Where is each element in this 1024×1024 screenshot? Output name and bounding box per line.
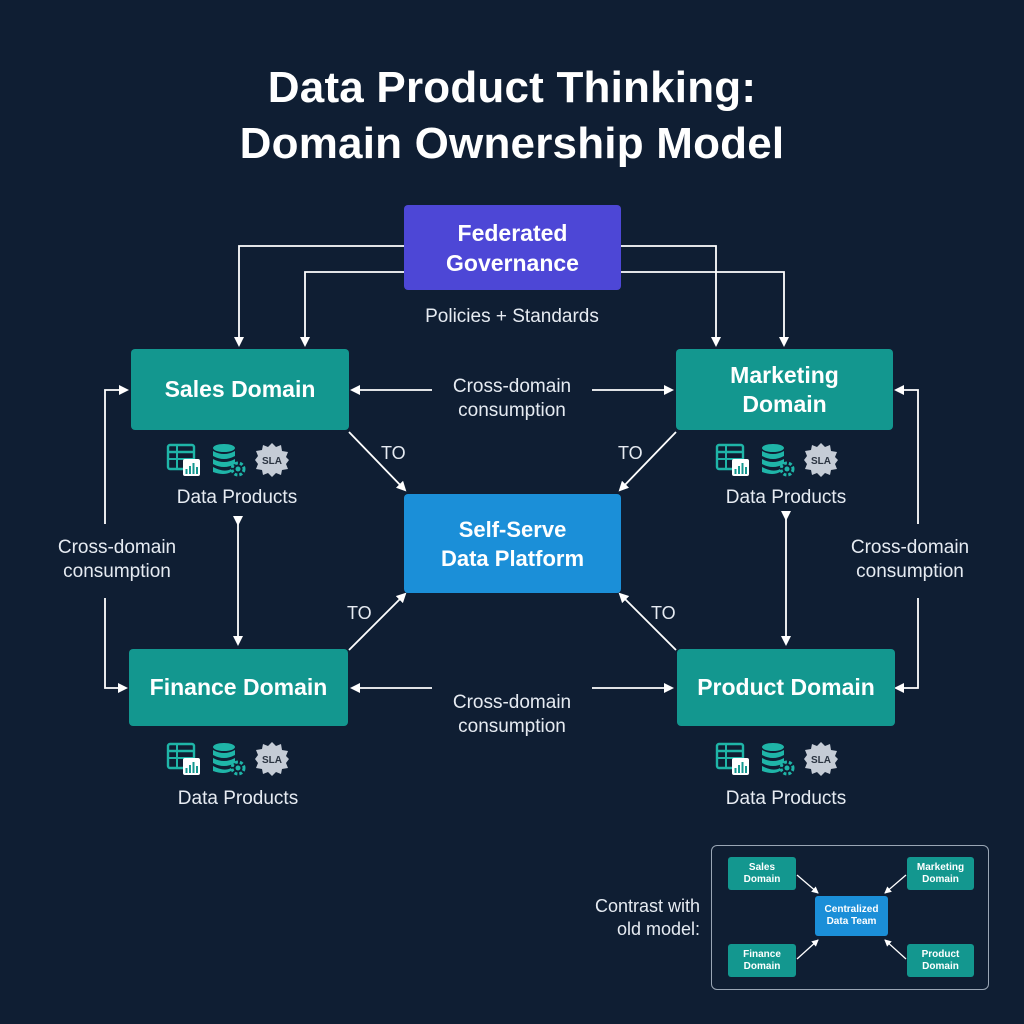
sla-badge-icon [803, 442, 839, 478]
platform-line-1: Self-Serve [458, 516, 567, 542]
left-cross-line-1: Cross-domain [57, 537, 177, 558]
right-cross-line-2: consumption [856, 561, 964, 582]
finance-data-products-label: Data Products [177, 788, 299, 809]
finance-data-product-icons [166, 741, 290, 777]
left-cross-domain-label: Cross-domain consumption [32, 536, 202, 584]
contrast-label: Contrast with old model: [560, 895, 700, 941]
bottom-cross-domain-label: Cross-domain consumption [412, 691, 612, 739]
mini-centralized-data-team: Centralized Data Team [815, 896, 888, 936]
database-gear-icon [210, 741, 246, 777]
product-domain-node[interactable]: Product Domain [677, 649, 895, 726]
sales-data-products-label: Data Products [176, 487, 298, 508]
finance-to-label: TO [347, 603, 372, 623]
old-model-legend-box [711, 845, 989, 990]
product-data-product-icons [715, 741, 839, 777]
governance-to-marketing-arrow-outer [620, 271, 789, 347]
mini-sales-line-2: Domain [743, 873, 781, 885]
product-data-products-label: Data Products [725, 788, 847, 809]
bottom-cross-line-1: Cross-domain [452, 692, 572, 713]
self-serve-data-platform-node[interactable]: Self-Serve Data Platform [404, 494, 621, 593]
marketing-domain-line-2: Domain [742, 390, 827, 417]
top-cross-line-2: consumption [458, 400, 566, 421]
mini-sales-domain: Sales Domain [728, 857, 796, 890]
top-cross-domain-label: Cross-domain consumption [412, 375, 612, 423]
sales-domain-node[interactable]: Sales Domain [131, 349, 349, 430]
left-loop-upper [104, 385, 129, 524]
page-title: Data Product Thinking: Domain Ownership … [0, 60, 1024, 172]
governance-to-sales-arrow-inner [300, 271, 404, 347]
mini-center-line-1: Centralized [824, 904, 879, 915]
mini-center-line-2: Data Team [826, 916, 877, 927]
governance-line-2: Governance [446, 249, 579, 276]
marketing-domain-line-1: Marketing [730, 361, 839, 388]
database-gear-icon [759, 442, 795, 478]
marketing-data-product-icons [715, 442, 839, 478]
title-line-1: Data Product Thinking: [267, 63, 757, 112]
mini-product-domain: Product Domain [907, 944, 974, 977]
database-gear-icon [210, 442, 246, 478]
governance-to-sales-arrow-outer [234, 245, 404, 347]
table-chart-icon [166, 442, 202, 478]
platform-line-2: Data Platform [440, 545, 585, 571]
mini-product-line-1: Product [921, 948, 960, 960]
right-loop-lower [894, 598, 919, 693]
mini-sales-line-1: Sales [748, 861, 776, 873]
mini-marketing-domain: Marketing Domain [907, 857, 974, 890]
top-cross-line-1: Cross-domain [452, 376, 572, 397]
sla-badge-icon [254, 442, 290, 478]
right-cross-domain-label: Cross-domain consumption [826, 536, 994, 584]
governance-to-marketing-arrow-inner [620, 245, 721, 347]
finance-domain-node[interactable]: Finance Domain [129, 649, 348, 726]
federated-governance-node[interactable]: Federated Governance [404, 205, 621, 290]
governance-caption: Policies + Standards [425, 306, 599, 327]
right-loop-upper [894, 385, 919, 524]
marketing-to-label: TO [618, 443, 643, 463]
contrast-label-line-2: old model: [616, 919, 700, 939]
sla-badge-icon [803, 741, 839, 777]
mini-finance-domain: Finance Domain [728, 944, 796, 977]
marketing-data-products-label: Data Products [725, 487, 847, 508]
contrast-label-line-1: Contrast with [594, 896, 700, 916]
mini-product-line-2: Domain [922, 960, 959, 972]
database-gear-icon [759, 741, 795, 777]
right-cross-line-1: Cross-domain [850, 537, 970, 558]
mini-marketing-line-1: Marketing [916, 861, 965, 873]
sales-to-label: TO [381, 443, 406, 463]
left-cross-line-2: consumption [63, 561, 171, 582]
mini-marketing-line-2: Domain [922, 873, 959, 885]
table-chart-icon [715, 442, 751, 478]
governance-line-1: Federated [457, 219, 568, 246]
mini-finance-line-1: Finance [743, 948, 781, 960]
sales-domain-label: Sales Domain [164, 376, 316, 402]
sla-badge-icon [254, 741, 290, 777]
bottom-cross-line-2: consumption [458, 716, 566, 737]
marketing-domain-node[interactable]: Marketing Domain [676, 349, 893, 430]
mini-finance-line-2: Domain [743, 960, 781, 972]
product-to-label: TO [651, 603, 676, 623]
sales-data-product-icons [166, 442, 290, 478]
product-domain-label: Product Domain [697, 674, 875, 700]
left-loop-lower [104, 598, 128, 693]
table-chart-icon [715, 741, 751, 777]
finance-domain-label: Finance Domain [149, 674, 328, 700]
table-chart-icon [166, 741, 202, 777]
title-line-2: Domain Ownership Model [239, 119, 785, 168]
